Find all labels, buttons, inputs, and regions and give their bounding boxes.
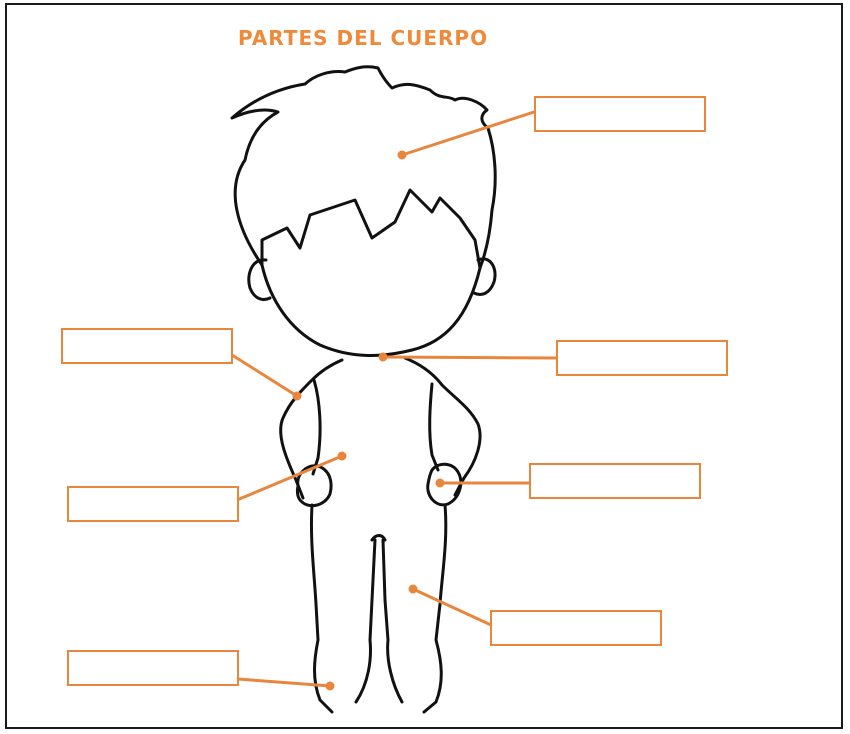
pointer-chest xyxy=(235,454,344,502)
left-leg xyxy=(309,503,334,714)
pointer-head xyxy=(400,110,536,157)
pointer-shoulder xyxy=(230,353,299,398)
label-box-shoulder[interactable] xyxy=(61,328,233,364)
label-box-hand[interactable] xyxy=(529,463,701,499)
label-box-head[interactable] xyxy=(534,96,706,132)
label-box-leg[interactable] xyxy=(490,610,662,646)
worksheet-title: PARTES DEL CUERPO xyxy=(238,26,489,50)
fringe-outline xyxy=(260,188,482,270)
torso-outline-right xyxy=(403,356,482,497)
pointer-leg xyxy=(411,587,493,627)
inner-leg-left xyxy=(354,538,377,704)
crotch xyxy=(370,534,387,542)
right-arm xyxy=(428,382,440,472)
label-box-chest[interactable] xyxy=(67,486,239,522)
face-outline xyxy=(260,263,482,357)
right-ear xyxy=(472,257,497,297)
right-leg xyxy=(422,503,448,714)
right-hand xyxy=(426,462,463,507)
left-hand xyxy=(295,464,333,508)
label-box-foot[interactable] xyxy=(67,650,239,686)
hair-outline xyxy=(230,65,497,270)
left-ear xyxy=(247,258,272,302)
label-box-neck[interactable] xyxy=(556,340,728,376)
inner-leg-right xyxy=(381,538,404,704)
pointer-foot xyxy=(236,677,332,688)
torso-outline xyxy=(279,358,344,500)
pointer-neck xyxy=(381,355,559,360)
left-arm xyxy=(311,378,322,476)
